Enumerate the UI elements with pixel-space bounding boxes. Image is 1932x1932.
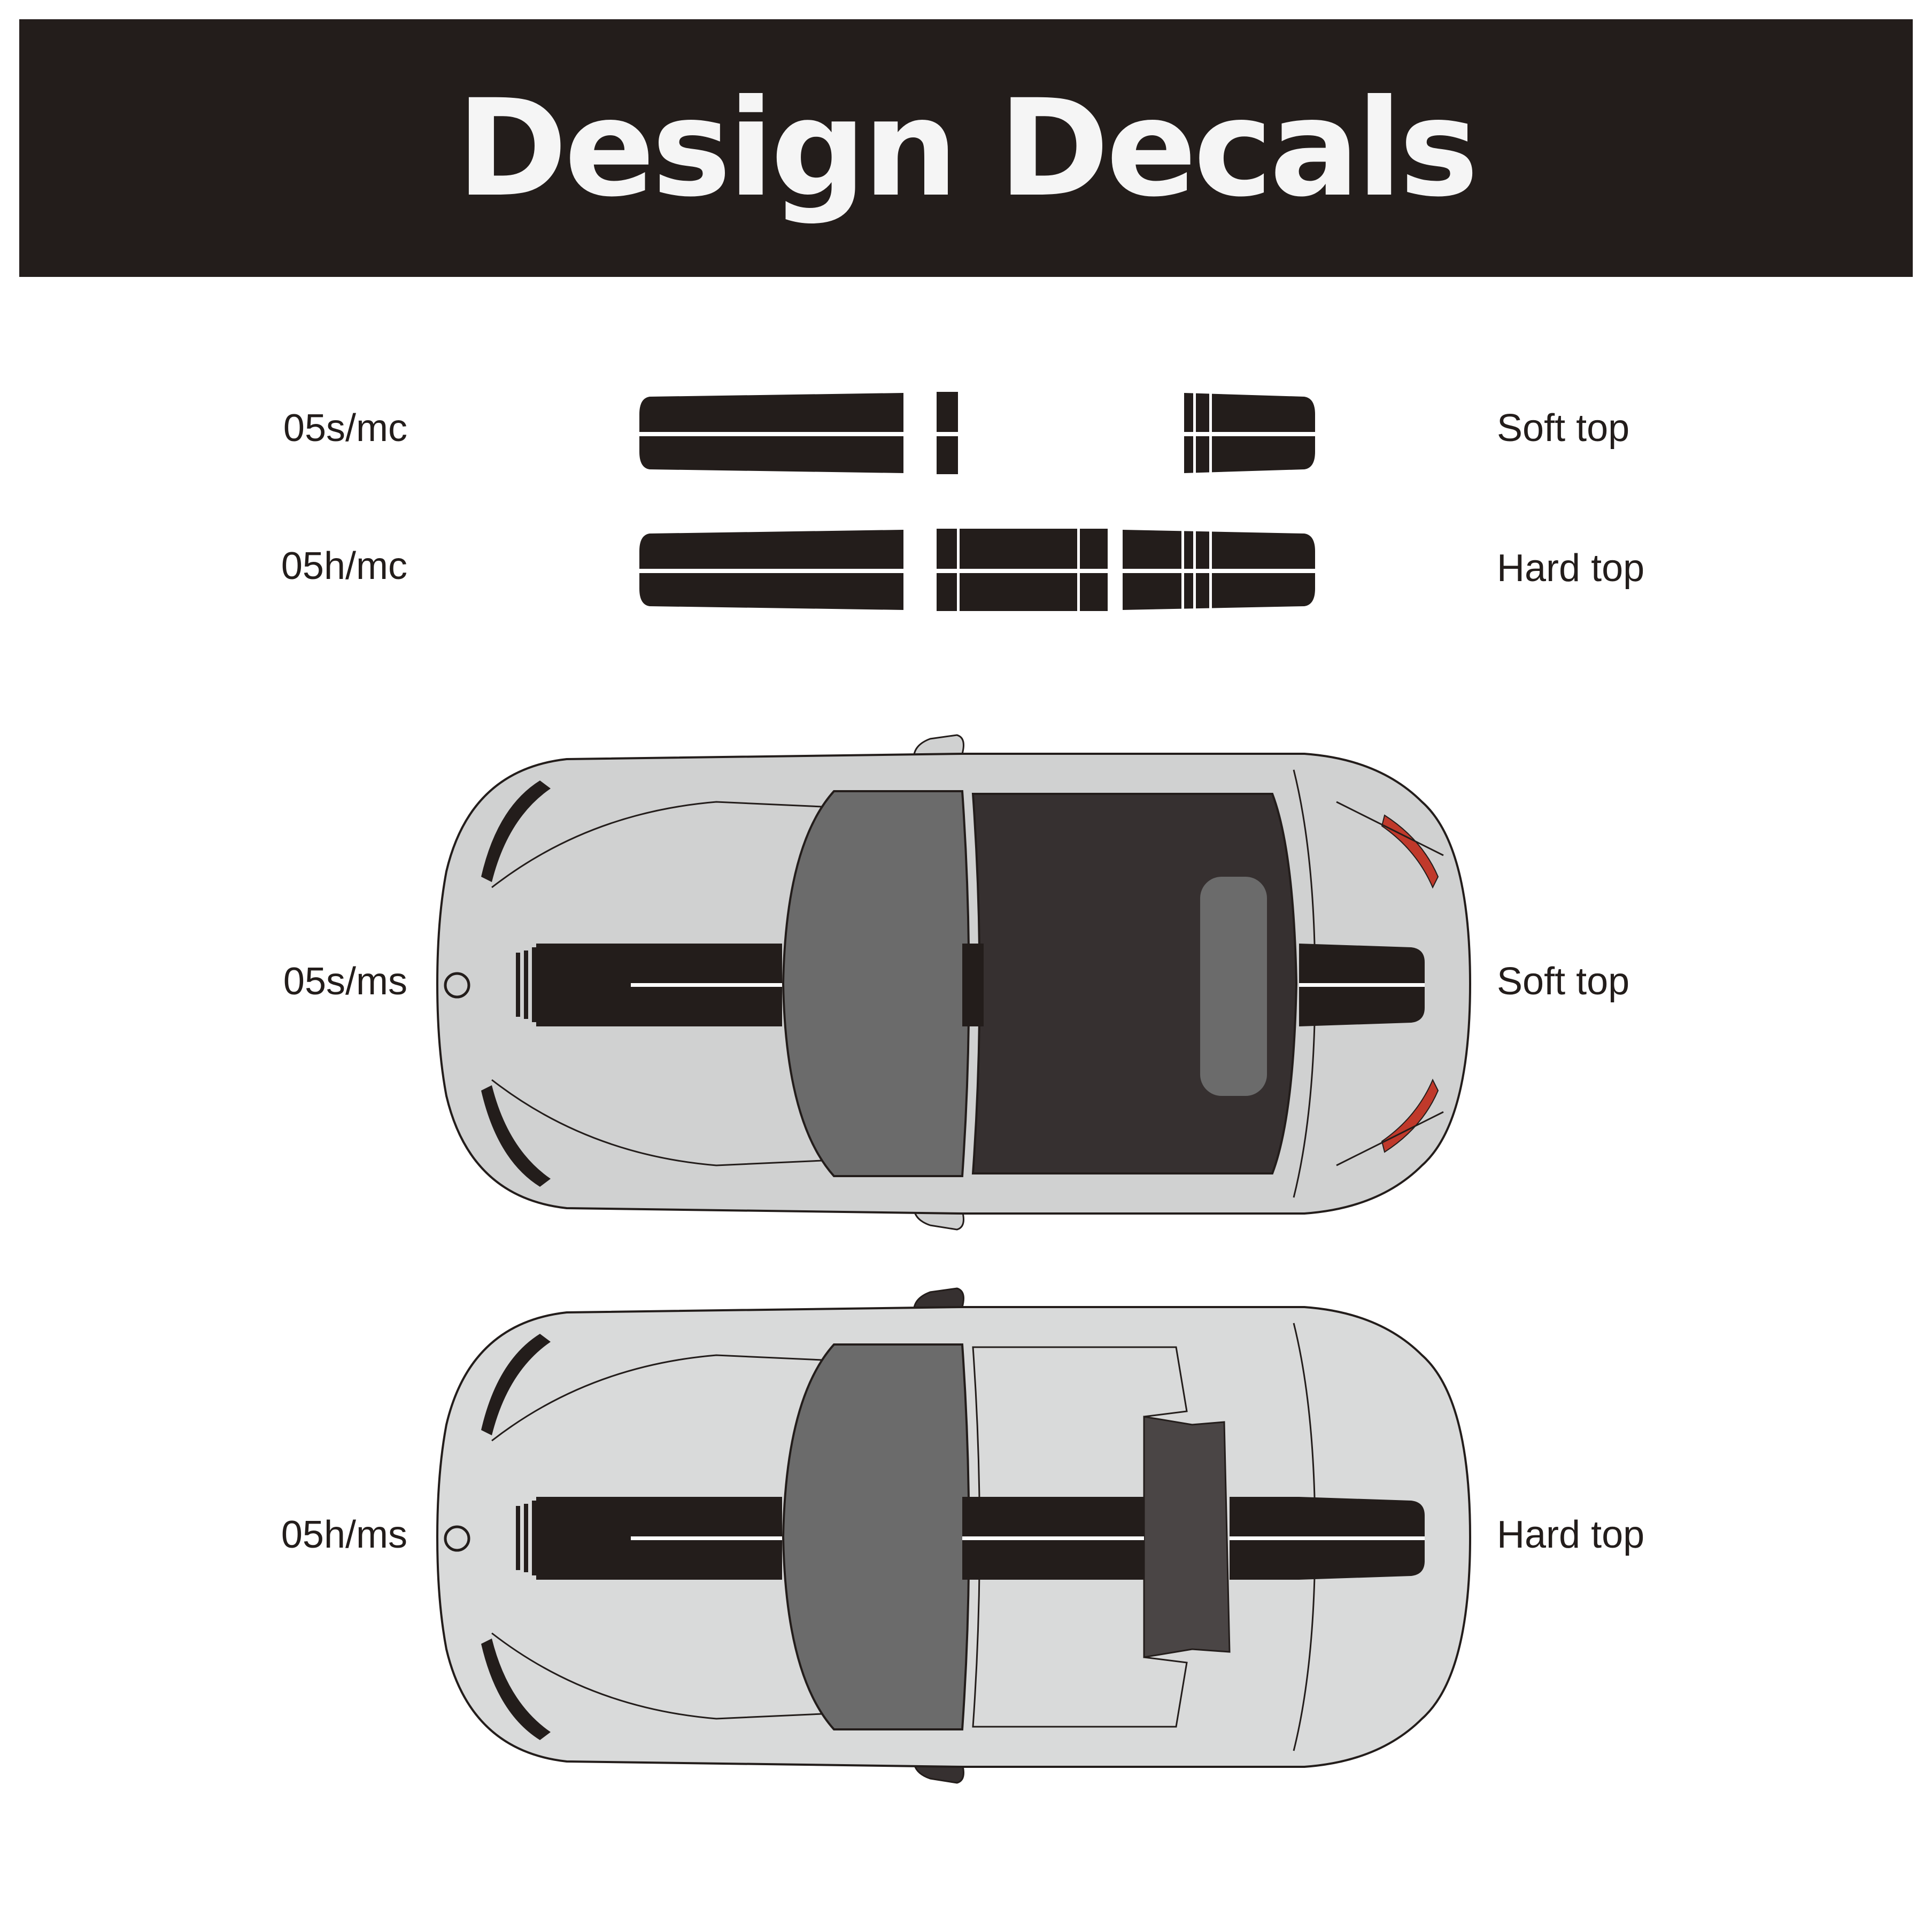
top-type-label: Hard top — [1497, 1513, 1645, 1556]
car-soft-top — [436, 734, 1472, 1231]
decal-code-label: 05s/mc — [283, 407, 407, 450]
decal-code-label: 05h/ms — [281, 1513, 407, 1556]
title-banner: Design Decals — [19, 19, 1913, 277]
decal-code-label: 05s/ms — [283, 960, 407, 1003]
top-type-label: Hard top — [1497, 547, 1645, 590]
car-hard-top — [436, 1287, 1472, 1784]
decal-strip-soft-top — [639, 392, 1315, 474]
top-type-label: Soft top — [1497, 960, 1630, 1003]
decal-strip-hard-top — [639, 529, 1315, 611]
top-type-label: Soft top — [1497, 407, 1630, 450]
page-title: Design Decals — [456, 70, 1479, 226]
decal-code-label: 05h/mc — [281, 545, 407, 588]
